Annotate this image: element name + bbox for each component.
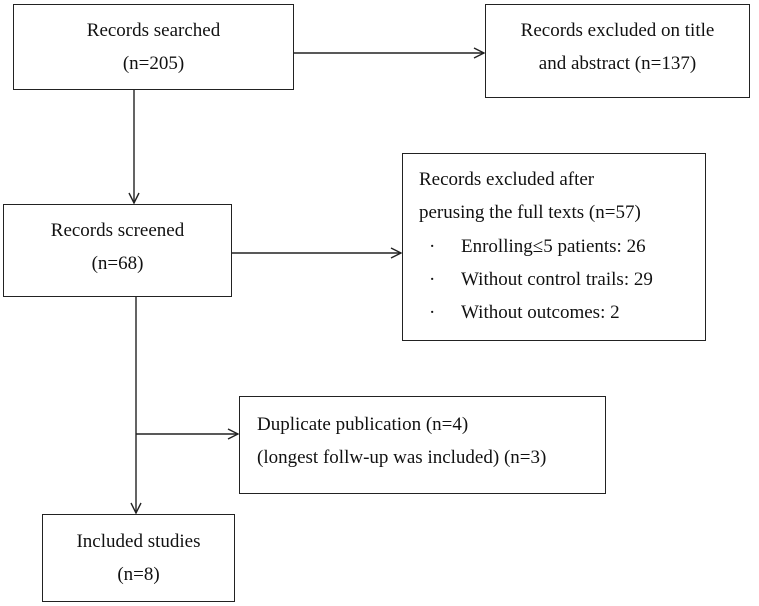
- exclusion-reason-item: · Without outcomes: 2: [419, 296, 705, 329]
- duplicate-publication-line2: (longest follw-up was included) (n=3): [257, 447, 547, 469]
- duplicate-publication-box: Duplicate publication (n=4) (longest fol…: [239, 396, 606, 494]
- records-searched-count: (n=205): [122, 53, 185, 75]
- exclusion-reason-item: · Enrolling≤5 patients: 26: [419, 230, 705, 263]
- included-studies-count: (n=8): [117, 564, 160, 586]
- exclusion-reason-text: Enrolling≤5 patients: 26: [461, 235, 646, 257]
- excluded-full-text-line2: perusing the full texts (n=57): [419, 202, 641, 224]
- excluded-title-abstract-line1: Records excluded on title: [520, 20, 715, 41]
- duplicate-publication-line1: Duplicate publication (n=4): [257, 414, 469, 435]
- records-searched-box: Records searched (n=205): [13, 4, 294, 90]
- records-searched-title: Records searched: [86, 20, 221, 41]
- records-screened-title: Records screened: [50, 220, 185, 241]
- excluded-full-text-box: Records excluded after perusing the full…: [402, 153, 706, 341]
- records-screened-count: (n=68): [91, 253, 144, 275]
- excluded-title-abstract-line2: and abstract (n=137): [538, 53, 697, 75]
- included-studies-title: Included studies: [76, 531, 201, 552]
- excluded-title-abstract-box: Records excluded on title and abstract (…: [485, 4, 750, 98]
- exclusion-reason-text: Without control trails: 29: [461, 268, 653, 290]
- exclusion-reason-text: Without outcomes: 2: [461, 302, 620, 323]
- exclusion-reason-item: · Without control trails: 29: [419, 263, 705, 296]
- bullet-marker: ·: [429, 235, 436, 257]
- bullet-marker: ·: [429, 302, 436, 323]
- bullet-marker: ·: [429, 268, 436, 290]
- included-studies-box: Included studies (n=8): [42, 514, 235, 602]
- records-screened-box: Records screened (n=68): [3, 204, 232, 297]
- excluded-full-text-line1: Records excluded after: [419, 169, 595, 190]
